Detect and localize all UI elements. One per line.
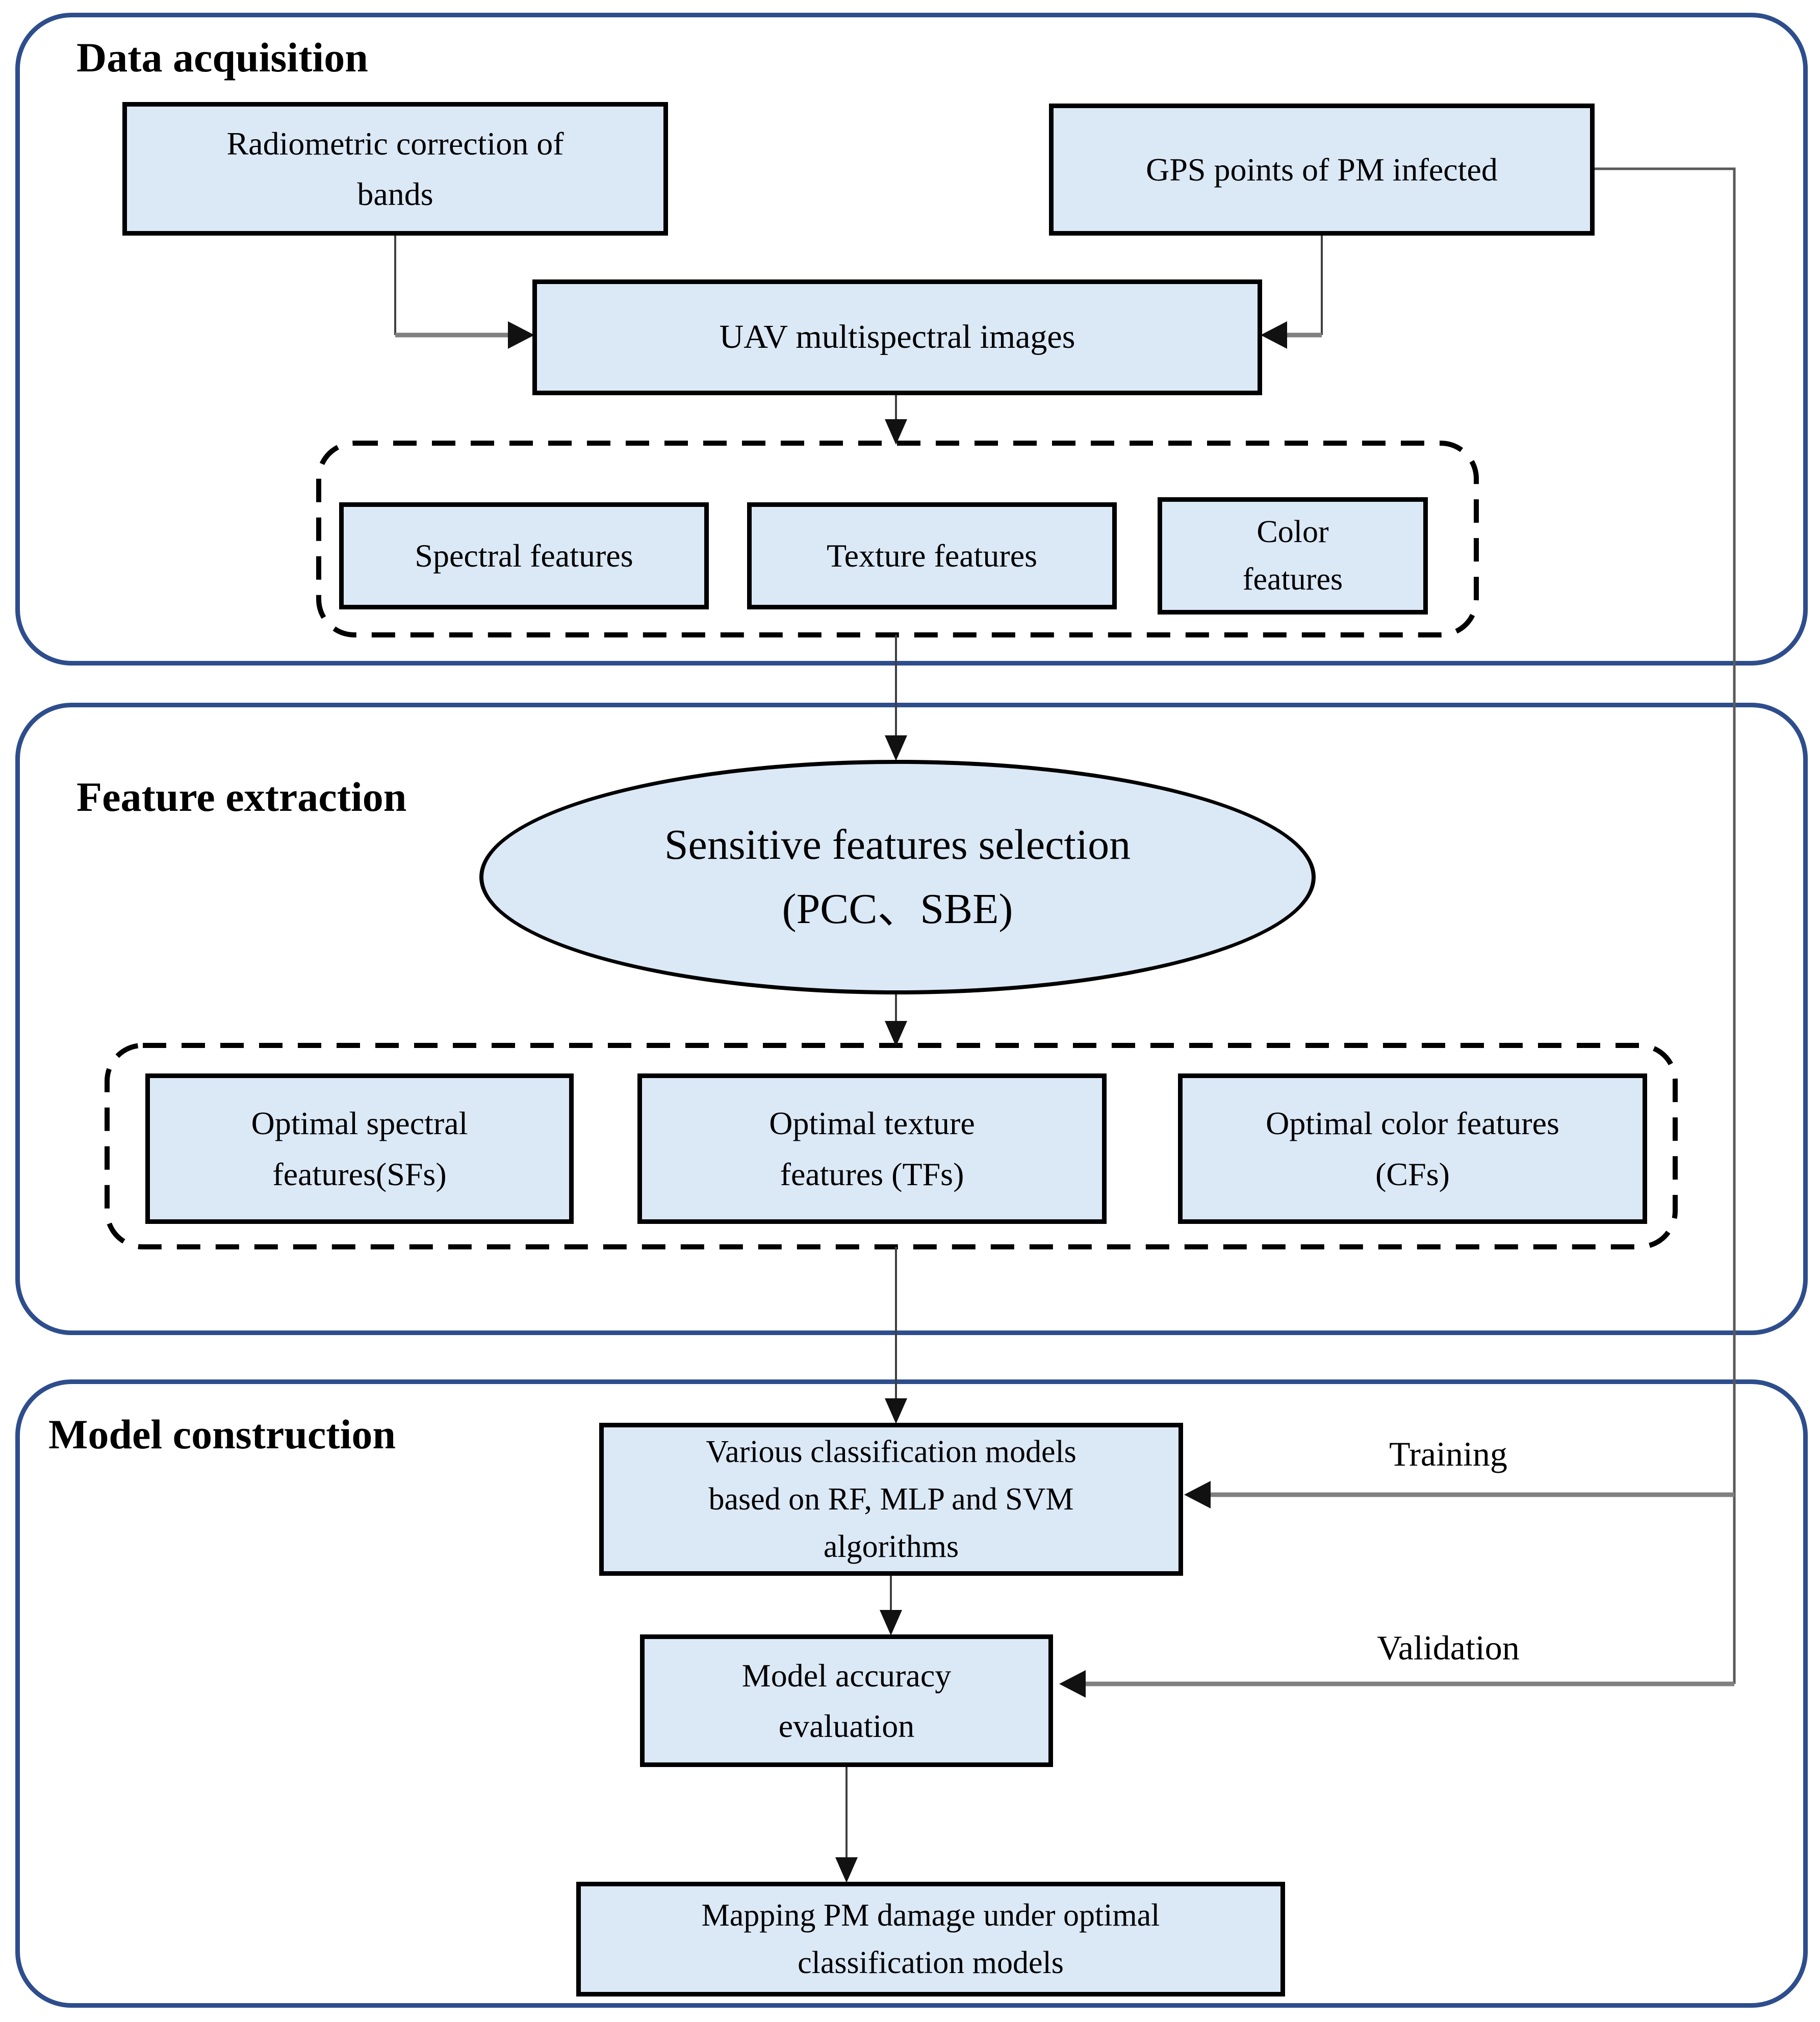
node-spectral-label: Spectral features: [415, 538, 633, 574]
node-models-line3: algorithms: [823, 1529, 959, 1564]
node-model-accuracy-evaluation: Model accuracy evaluation: [640, 1634, 1053, 1767]
section-title-feature-extraction: Feature extraction: [76, 774, 407, 820]
label-training: Training: [1389, 1435, 1507, 1473]
section-feature-extraction: [15, 703, 1808, 1335]
node-radiometric-correction: Radiometric correction of bands: [122, 102, 668, 236]
ellipse-line2: (PCC、SBE): [782, 885, 1013, 933]
node-optimal-spectral-features: Optimal spectral features(SFs): [145, 1073, 574, 1224]
node-spectral-features: Spectral features: [339, 502, 709, 609]
node-color-line2: features: [1242, 562, 1343, 597]
node-color-features: Color features: [1158, 497, 1428, 615]
node-models-line2: based on RF, MLP and SVM: [708, 1481, 1074, 1517]
node-color-line1: Color: [1257, 515, 1329, 549]
node-mapping-line2: classification models: [798, 1945, 1064, 1980]
node-models-line1: Various classification models: [706, 1434, 1076, 1469]
node-optimal-spectral-line2: features(SFs): [272, 1156, 447, 1192]
node-uav-multispectral-images: UAV multispectral images: [532, 279, 1262, 395]
node-mapping-pm-damage: Mapping PM damage under optimal classifi…: [576, 1882, 1285, 1997]
node-evaluation-line1: Model accuracy: [741, 1657, 952, 1694]
node-evaluation-line2: evaluation: [778, 1708, 915, 1744]
node-uav-label: UAV multispectral images: [719, 318, 1075, 356]
node-optimal-texture-features: Optimal texture features (TFs): [637, 1073, 1107, 1224]
ellipse-line1: Sensitive features selection: [664, 821, 1131, 868]
section-model-construction: [15, 1379, 1808, 2008]
node-optimal-spectral-line1: Optimal spectral: [251, 1105, 468, 1142]
node-radiometric-line2: bands: [357, 176, 433, 212]
node-optimal-color-line2: (CFs): [1375, 1156, 1450, 1192]
node-texture-features: Texture features: [747, 502, 1117, 609]
node-optimal-color-features: Optimal color features (CFs): [1178, 1073, 1647, 1224]
node-optimal-color-line1: Optimal color features: [1266, 1105, 1559, 1142]
section-data-acquisition: [15, 13, 1808, 666]
section-title-data-acquisition: Data acquisition: [76, 34, 368, 81]
node-optimal-texture-line1: Optimal texture: [769, 1105, 975, 1142]
label-validation: Validation: [1377, 1628, 1520, 1667]
node-texture-label: Texture features: [826, 538, 1038, 574]
node-mapping-line1: Mapping PM damage under optimal: [701, 1898, 1160, 1933]
node-gps-label: GPS points of PM infected: [1146, 151, 1498, 188]
section-title-model-construction: Model construction: [48, 1411, 396, 1457]
node-optimal-texture-line2: features (TFs): [780, 1156, 964, 1192]
node-gps-points: GPS points of PM infected: [1049, 104, 1595, 236]
ellipse-sensitive-features-selection: Sensitive features selection (PCC、SBE): [479, 760, 1316, 994]
node-various-classification-models: Various classification models based on R…: [599, 1423, 1183, 1576]
node-radiometric-line1: Radiometric correction of: [226, 125, 564, 162]
